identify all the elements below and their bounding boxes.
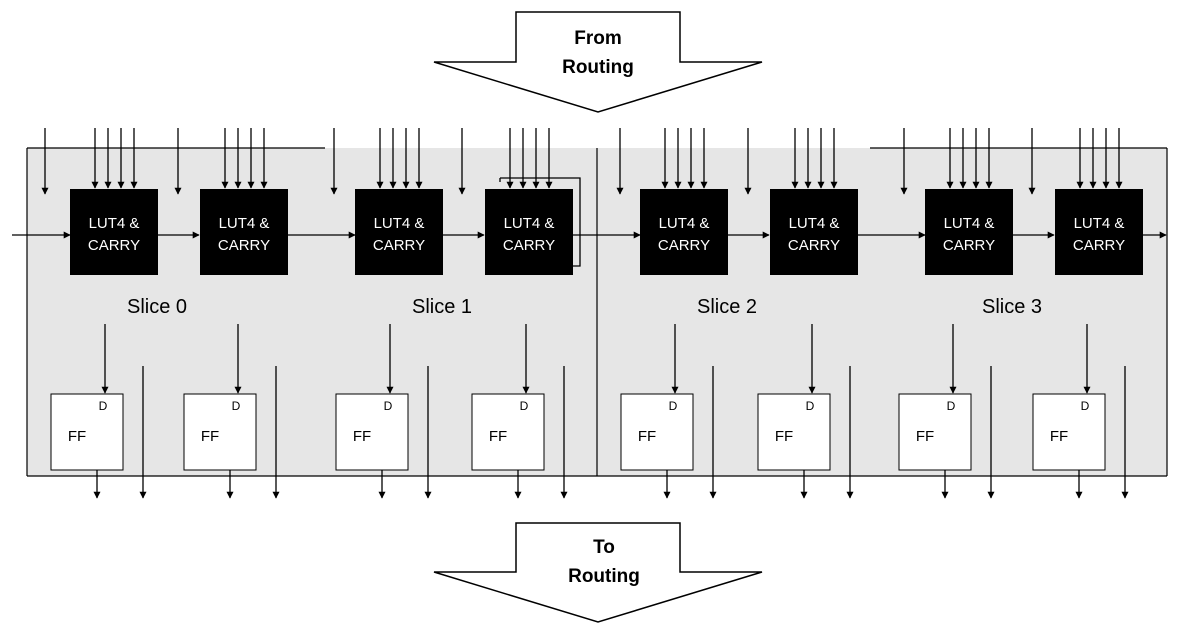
flip-flop-block: D FF — [1032, 393, 1106, 471]
lut-label-line2: CARRY — [218, 237, 270, 254]
lut4-carry-block: LUT4 & CARRY — [485, 189, 573, 275]
lut4-carry-block: LUT4 & CARRY — [200, 189, 288, 275]
from-routing-arrow: From Routing — [433, 11, 763, 113]
flip-flop-block: D FF — [183, 393, 257, 471]
flip-flop-block: D FF — [757, 393, 831, 471]
lut-label-line2: CARRY — [373, 237, 425, 254]
cell-3: LUT4 & CARRY D FF — [458, 128, 573, 499]
slice-0-label: Slice 0 — [127, 296, 187, 318]
lut-label-line2: CARRY — [658, 237, 710, 254]
lut-label-line1: LUT4 & — [504, 215, 555, 232]
lut-label-line1: LUT4 & — [659, 215, 710, 232]
lut-label-line1: LUT4 & — [1074, 215, 1125, 232]
ff-label: FF — [353, 428, 371, 445]
lut-label-line1: LUT4 & — [374, 215, 425, 232]
ff-label: FF — [201, 428, 219, 445]
ff-d-label: D — [384, 399, 393, 413]
cell-5: LUT4 & CARRY D FF — [744, 128, 858, 499]
ff-label: FF — [489, 428, 507, 445]
lut-label-line1: LUT4 & — [789, 215, 840, 232]
to-routing-label-2: Routing — [568, 566, 640, 587]
slice-3-label: Slice 3 — [982, 296, 1042, 318]
ff-d-label: D — [947, 399, 956, 413]
lut-label-line2: CARRY — [1073, 237, 1125, 254]
lut4-carry-block: LUT4 & CARRY — [70, 189, 158, 275]
lut4-carry-block: LUT4 & CARRY — [770, 189, 858, 275]
cell-2: LUT4 & CARRY D FF — [330, 128, 443, 499]
ff-label: FF — [638, 428, 656, 445]
ff-d-label: D — [520, 399, 529, 413]
lut4-carry-block: LUT4 & CARRY — [355, 189, 443, 275]
flip-flop-block: D FF — [50, 393, 124, 471]
cell-6: LUT4 & CARRY D FF — [898, 128, 1013, 499]
cell-0: LUT4 & CARRY D FF — [41, 128, 158, 499]
cell-1: LUT4 & CARRY D FF — [174, 128, 288, 499]
lut-label-line1: LUT4 & — [944, 215, 995, 232]
lut-label-line2: CARRY — [88, 237, 140, 254]
lut-label-line2: CARRY — [788, 237, 840, 254]
lut-label-line1: LUT4 & — [89, 215, 140, 232]
from-routing-label-2: Routing — [562, 57, 634, 78]
ff-d-label: D — [1081, 399, 1090, 413]
slice-2-label: Slice 2 — [697, 296, 757, 318]
carry-chain — [12, 177, 1167, 267]
ff-label: FF — [775, 428, 793, 445]
ff-d-label: D — [806, 399, 815, 413]
flip-flop-block: D FF — [620, 393, 694, 471]
cell-7: LUT4 & CARRY D FF — [1028, 128, 1143, 499]
ff-d-label: D — [99, 399, 108, 413]
lut-label-line2: CARRY — [943, 237, 995, 254]
flip-flop-block: D FF — [471, 393, 545, 471]
lut-label-line2: CARRY — [503, 237, 555, 254]
slice-1-label: Slice 1 — [412, 296, 472, 318]
lut4-carry-block: LUT4 & CARRY — [640, 189, 728, 275]
cell-4: LUT4 & CARRY D FF — [616, 128, 728, 499]
ff-label: FF — [916, 428, 934, 445]
lut4-carry-block: LUT4 & CARRY — [925, 189, 1013, 275]
lut-label-line1: LUT4 & — [219, 215, 270, 232]
from-routing-label-1: From — [574, 28, 622, 49]
to-routing-arrow: To Routing — [433, 522, 763, 623]
ff-label: FF — [68, 428, 86, 445]
ff-d-label: D — [232, 399, 241, 413]
lut4-carry-block: LUT4 & CARRY — [1055, 189, 1143, 275]
ff-label: FF — [1050, 428, 1068, 445]
to-routing-label-1: To — [593, 537, 615, 558]
flip-flop-block: D FF — [898, 393, 972, 471]
flip-flop-block: D FF — [335, 393, 409, 471]
ff-d-label: D — [669, 399, 678, 413]
